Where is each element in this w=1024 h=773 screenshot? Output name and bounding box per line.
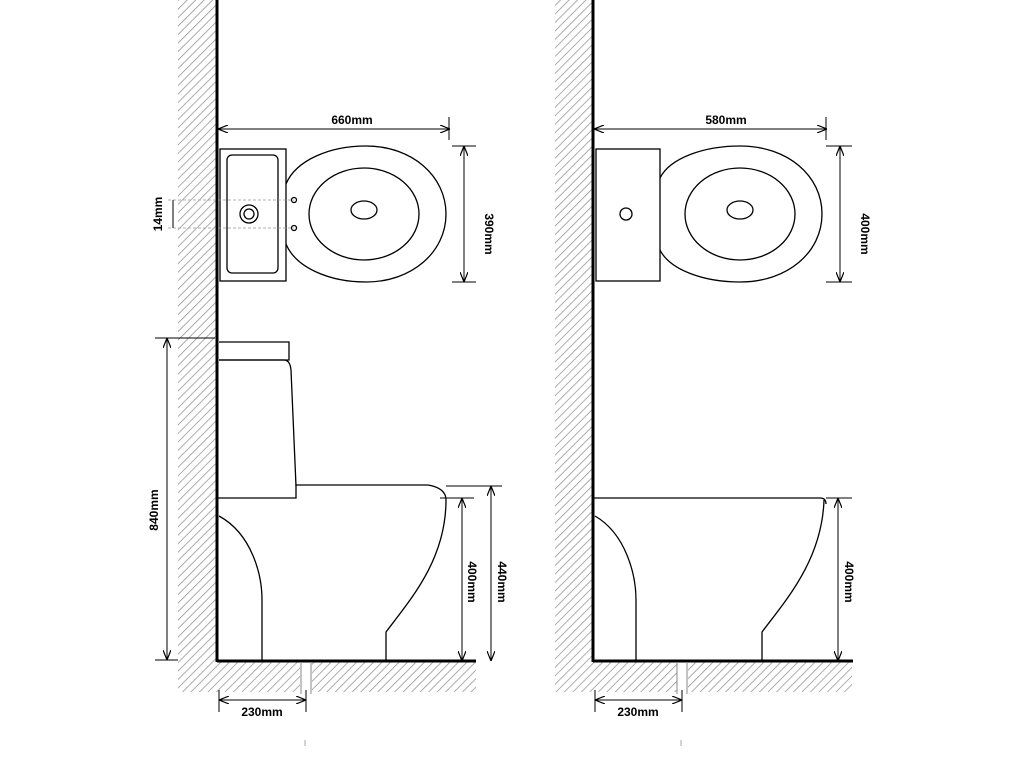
- right-seat-height-label: 400mm: [842, 561, 856, 602]
- left-drain-hole: [350, 200, 378, 220]
- right-outlet-label: 230mm: [617, 705, 658, 719]
- left-top-view: [219, 145, 447, 283]
- right-drain-hole: [726, 200, 754, 220]
- right-bowl-side: [761, 499, 825, 661]
- left-floor-hatch-b: [312, 662, 476, 692]
- left-rim-height-label: 440mm: [495, 561, 509, 602]
- left-tank-body: [219, 359, 297, 487]
- right-floor-hatch-a: [555, 662, 677, 692]
- right-floor-hatch-b: [688, 662, 852, 692]
- left-outlet-label: 230mm: [241, 705, 282, 719]
- right-width-label: 580mm: [705, 113, 746, 127]
- left-base-curve: [218, 515, 263, 661]
- right-base-curve: [594, 515, 637, 661]
- right-seat-side: [593, 497, 827, 505]
- right-flush-button-icon: [619, 207, 633, 221]
- left-seat-side: [217, 484, 447, 501]
- right-drawing: 580mm 400mm 400mm 230mm: [555, 0, 872, 746]
- left-depth-label: 390mm: [482, 213, 496, 254]
- right-tank-outer: [595, 148, 661, 282]
- left-bowl-side: [385, 499, 447, 661]
- right-seat-opening: [684, 167, 796, 261]
- left-height-label: 840mm: [147, 489, 161, 530]
- left-tank-inner: [226, 154, 279, 274]
- left-flush-button-inner: [243, 208, 255, 220]
- left-width-label: 660mm: [331, 113, 372, 127]
- right-side-view: [593, 497, 827, 661]
- left-bolt-top: [290, 196, 298, 204]
- left-side-view: [217, 341, 447, 661]
- left-wall-hatch: [178, 0, 216, 662]
- left-drawing: 660mm 390mm 14mm 840mm 400mm 440mm: [147, 0, 509, 746]
- right-wall-hatch: [555, 0, 592, 662]
- left-offset-label: 14mm: [151, 197, 165, 232]
- left-bolt-bottom: [290, 224, 298, 232]
- left-bowl-outline: [285, 145, 447, 283]
- right-bowl-outline: [659, 145, 823, 283]
- left-tank-outer: [219, 148, 287, 282]
- left-flush-button-icon: [239, 204, 259, 224]
- right-depth-label: 400mm: [858, 213, 872, 254]
- left-seat-height-label: 400mm: [465, 561, 479, 602]
- left-floor-hatch-a: [178, 662, 300, 692]
- right-top-view: [595, 145, 823, 283]
- left-tank-lid: [219, 341, 290, 361]
- left-seat-opening: [308, 167, 420, 261]
